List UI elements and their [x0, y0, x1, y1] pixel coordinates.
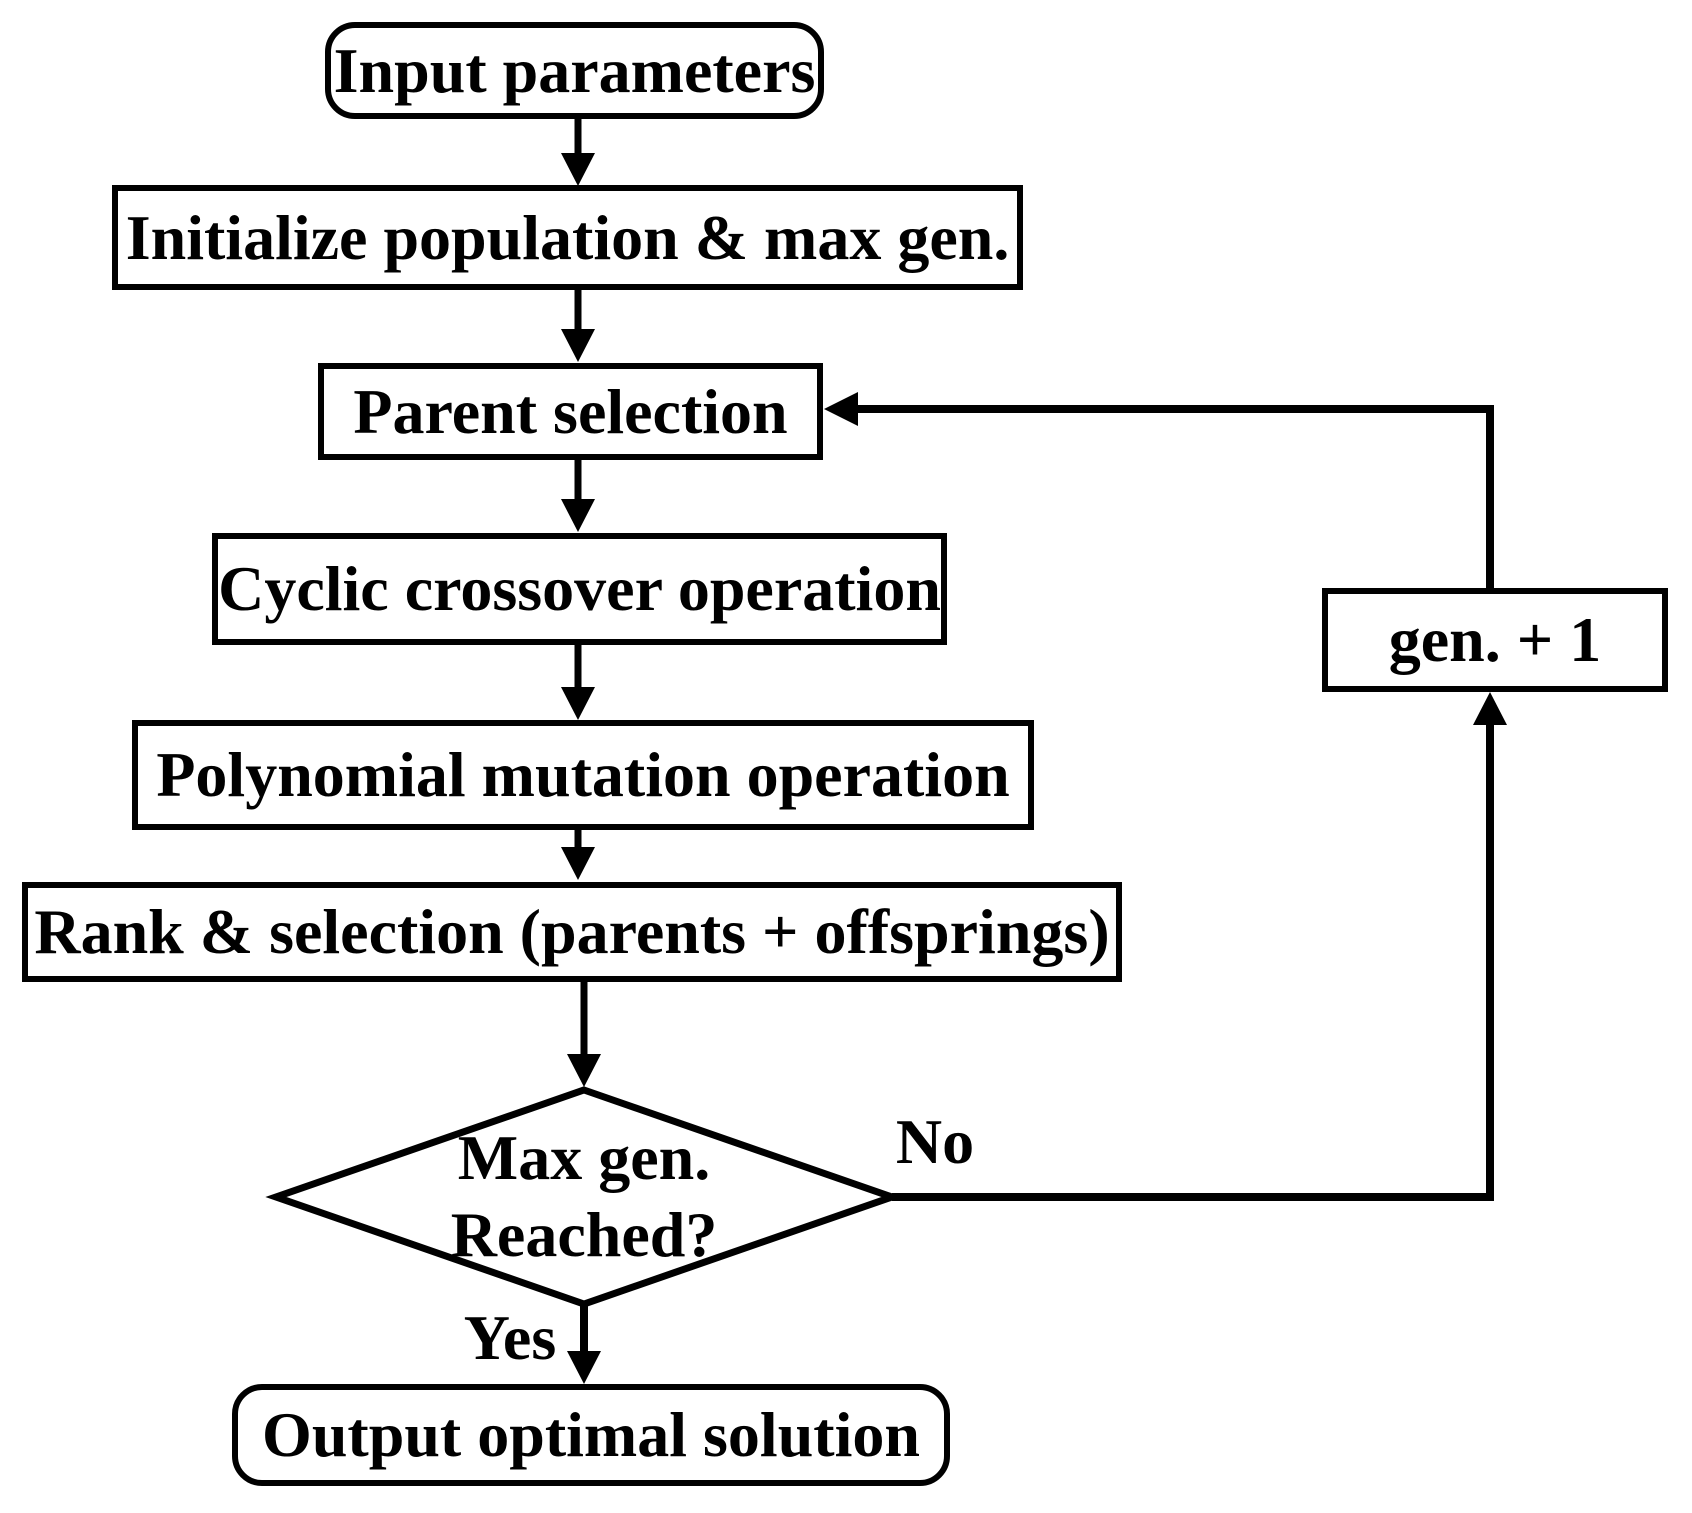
- node-parent-selection: Parent selection: [318, 363, 823, 460]
- edge-label-yes: Yes: [463, 1302, 557, 1373]
- node-rank-selection: Rank & selection (parents + offsprings): [22, 882, 1122, 982]
- node-output-optimal-solution: Output optimal solution: [232, 1384, 950, 1486]
- arrowhead-down-icon: [561, 687, 595, 720]
- arrow-mutation-to-rank: [561, 830, 595, 880]
- decision-label-line2: Reached?: [450, 1199, 718, 1270]
- arrowhead-down-icon: [561, 847, 595, 880]
- node-initialize-population: Initialize population & max gen.: [112, 185, 1023, 290]
- arrowhead-down-icon: [561, 153, 595, 186]
- arrowhead-down-icon: [561, 499, 595, 532]
- arrow-rank-to-decision: [567, 982, 601, 1087]
- decision-label-line1: Max gen.: [457, 1122, 711, 1194]
- node-max-gen-decision-label: Max gen. Reached?: [384, 1118, 784, 1276]
- arrow-parent-to-crossover: [561, 460, 595, 532]
- decision-diamond-shape: [265, 1086, 903, 1308]
- arrow-input-to-initialize: [561, 117, 595, 186]
- arrowhead-up-icon: [1473, 692, 1507, 725]
- edge-label-no: No: [895, 1106, 975, 1177]
- node-polynomial-mutation: Polynomial mutation operation: [132, 720, 1034, 830]
- node-input-parameters: Input parameters: [325, 22, 824, 119]
- arrow-initialize-to-parent: [561, 290, 595, 362]
- arrowhead-down-icon: [561, 329, 595, 362]
- arrowhead-down-icon: [567, 1351, 601, 1384]
- arrowhead-down-icon: [567, 1054, 601, 1087]
- arrow-decision-to-output-yes: [567, 1304, 601, 1384]
- node-gen-increment: gen. + 1: [1322, 588, 1668, 692]
- arrowhead-left-icon: [824, 392, 858, 426]
- node-cyclic-crossover: Cyclic crossover operation: [212, 533, 947, 645]
- edge-decision-no-to-gen-increment: [892, 692, 1507, 1201]
- arrow-crossover-to-mutation: [561, 645, 595, 720]
- edge-gen-increment-to-parent: [824, 392, 1494, 588]
